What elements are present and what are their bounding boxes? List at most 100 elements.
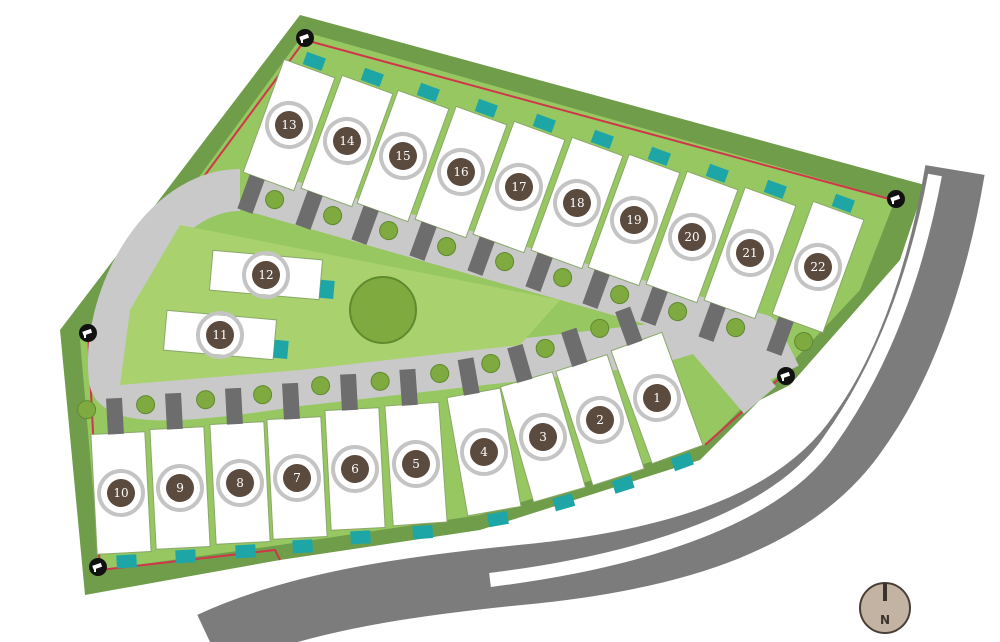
tree: [590, 318, 610, 338]
driveway: [561, 327, 588, 367]
plot-number: 17: [511, 180, 526, 194]
security-camera-icon: [296, 29, 314, 47]
plot-ring: [331, 445, 379, 493]
plot-6[interactable]: 6: [311, 373, 386, 546]
plot-badge: [226, 469, 254, 497]
plot-number: 11: [212, 328, 227, 342]
plot-18[interactable]: 18: [519, 123, 628, 302]
plot-11[interactable]: 11: [162, 308, 290, 363]
plot-10[interactable]: 10: [77, 397, 152, 570]
plot-number: 5: [412, 457, 420, 471]
plot-14[interactable]: 14: [289, 61, 398, 240]
pool: [705, 163, 729, 183]
pool: [319, 279, 335, 299]
driveway: [525, 252, 553, 292]
driveway: [698, 302, 726, 342]
plot-number: 4: [480, 445, 488, 459]
plot-12[interactable]: 12: [208, 248, 336, 303]
plot-19[interactable]: 19: [576, 140, 685, 319]
pool: [831, 193, 855, 213]
tree: [668, 302, 688, 322]
pool: [350, 530, 371, 545]
park-roundabout: [349, 276, 417, 344]
plot-ring: [668, 213, 716, 261]
tree: [265, 190, 285, 210]
plot-4[interactable]: 4: [429, 354, 524, 533]
plot-badge: [678, 223, 706, 251]
pool: [532, 113, 556, 133]
plot-8[interactable]: 8: [196, 387, 271, 560]
plot-ring: [156, 464, 204, 512]
plot-7[interactable]: 7: [253, 382, 328, 555]
plot-badge: [341, 455, 369, 483]
plot-17[interactable]: 17: [461, 107, 570, 286]
pool: [474, 98, 498, 118]
tree: [495, 252, 515, 272]
plot-badge: [402, 450, 430, 478]
north-arrow-icon: [883, 583, 887, 601]
pool: [670, 452, 694, 472]
pool: [486, 510, 509, 528]
plot-ring: [392, 440, 440, 488]
tree: [794, 332, 814, 352]
plot-number: 8: [236, 476, 244, 490]
plot-16[interactable]: 16: [403, 92, 512, 271]
plot-20[interactable]: 20: [634, 157, 743, 336]
driveway: [467, 236, 495, 276]
pool: [175, 549, 196, 564]
plot-badge: [252, 261, 280, 289]
plot-number: 13: [281, 118, 296, 132]
plot-15[interactable]: 15: [345, 76, 454, 255]
plot-13[interactable]: 13: [231, 45, 340, 224]
driveway: [507, 344, 533, 384]
plot-ring: [576, 396, 624, 444]
tree: [437, 237, 457, 257]
driveway: [340, 373, 358, 411]
tree: [196, 390, 216, 410]
plot-badge: [804, 253, 832, 281]
plot-9[interactable]: 9: [136, 392, 211, 565]
driveway: [582, 269, 610, 309]
plot-badge: [389, 142, 417, 170]
plot-badge: [505, 173, 533, 201]
pool: [552, 493, 576, 512]
driveway: [237, 174, 265, 214]
plot-badge: [620, 206, 648, 234]
tree: [610, 285, 630, 305]
plot-5[interactable]: 5: [370, 367, 448, 541]
plot-ring: [460, 428, 508, 476]
driveway: [351, 205, 379, 245]
tree: [253, 385, 273, 405]
plot-1[interactable]: 1: [588, 299, 708, 481]
plot-ring: [97, 469, 145, 517]
security-camera-icon: [887, 190, 905, 208]
plot-number: 15: [395, 149, 410, 163]
tree: [370, 371, 390, 391]
main-road-markings: [489, 173, 942, 587]
security-camera-icon: [777, 367, 795, 385]
tree: [430, 364, 450, 384]
north-label: N: [880, 613, 890, 627]
security-camera-icon: [79, 324, 97, 342]
plot-number: 10: [113, 486, 128, 500]
driveway: [640, 286, 668, 326]
security-camera-icon: [89, 558, 107, 576]
plot-number: 16: [453, 165, 468, 179]
plot-3[interactable]: 3: [479, 338, 589, 520]
plot-22[interactable]: 22: [760, 187, 869, 366]
tree: [379, 221, 399, 241]
driveway: [225, 387, 243, 425]
pool: [292, 539, 313, 554]
driveway: [165, 392, 183, 430]
plot-ring: [633, 374, 681, 422]
plot-number: 6: [351, 462, 359, 476]
plot-number: 1: [653, 391, 661, 405]
plot-2[interactable]: 2: [534, 321, 649, 503]
pool: [647, 146, 671, 166]
tree: [726, 318, 746, 338]
plot-21[interactable]: 21: [692, 173, 801, 352]
plot-badge: [275, 111, 303, 139]
pool: [416, 82, 440, 102]
plot-ring: [242, 251, 290, 299]
